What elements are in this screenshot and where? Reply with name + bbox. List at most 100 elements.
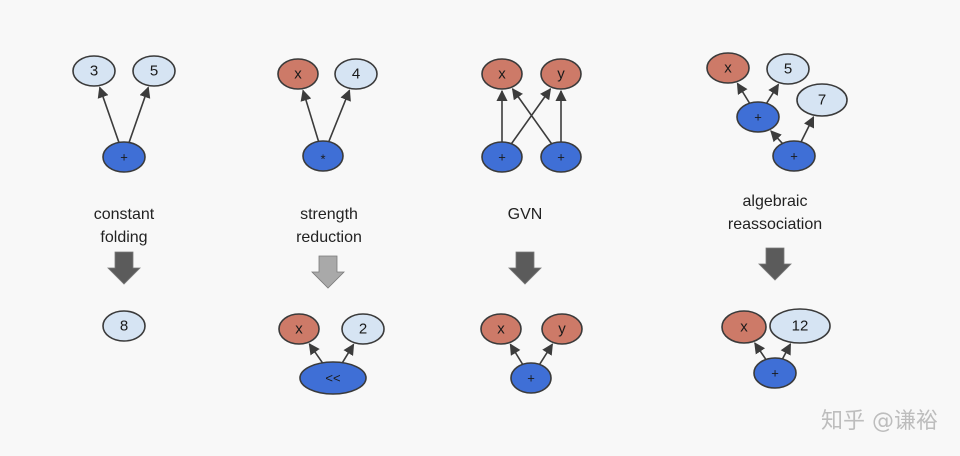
node-label: 7 <box>818 92 826 109</box>
constant-node: 12 <box>769 308 831 344</box>
operator-node: + <box>481 141 523 173</box>
constant-node: 4 <box>334 58 378 90</box>
constant-node-shape <box>769 308 831 344</box>
node-label: y <box>557 66 565 83</box>
edge-before-c-to-b <box>128 86 151 143</box>
caption-strength-reduction-line-2: reduction <box>296 229 362 246</box>
captions-layer: constant folding strength reduction GVN algeb… <box>94 193 822 246</box>
edge-after-c-to-b <box>341 343 355 364</box>
operator-node: + <box>772 140 816 172</box>
operator-node: + <box>736 101 780 133</box>
node-label: * <box>320 152 325 167</box>
variable-node-shape <box>277 58 319 90</box>
edge-after-c-to-a <box>509 343 524 365</box>
transform-arrow-down-icon <box>508 251 542 285</box>
caption-constant-folding-line-2: folding <box>100 229 147 246</box>
watermark: 知乎 @谦裕 <box>821 409 938 434</box>
constant-node-shape <box>341 313 385 345</box>
edge-before-c-to-a <box>97 86 120 143</box>
caption-algebraic-reassociation-line-1: algebraic <box>743 193 808 210</box>
node-label: 2 <box>359 321 367 338</box>
node-label: 4 <box>352 66 360 83</box>
edge-before-c-to-a <box>736 82 751 104</box>
variable-node-shape <box>541 313 583 345</box>
constant-node: 7 <box>796 83 848 117</box>
variable-node: y <box>541 313 583 345</box>
variable-node: x <box>706 52 750 84</box>
node-label: x <box>740 319 748 336</box>
operator-node-shape <box>540 141 582 173</box>
node-label: + <box>557 150 565 165</box>
edge-before-e-to-d <box>800 116 815 143</box>
node-label: + <box>498 150 506 165</box>
node-label: x <box>294 66 302 83</box>
edges-layer <box>97 82 815 365</box>
node-label: + <box>771 366 779 381</box>
operator-node: << <box>299 361 367 395</box>
operator-node-shape <box>302 140 344 172</box>
operator-node: * <box>302 140 344 172</box>
nodes-layer: 3 5 +8 x 4 * x 2 << x y + + x y + x 5 +7 + x 12 + <box>72 52 848 395</box>
constant-node-shape <box>72 55 116 87</box>
node-label: x <box>498 66 506 83</box>
edge-before-c-to-b <box>328 89 351 142</box>
edge-before-c-to-b <box>510 87 552 145</box>
node-label: 12 <box>792 318 809 335</box>
constant-node-shape <box>796 83 848 117</box>
constant-node-shape <box>102 310 146 342</box>
node-label: << <box>325 371 340 386</box>
operator-node: + <box>540 141 582 173</box>
edge-after-c-to-b <box>538 343 554 365</box>
edge-after-c-to-a <box>308 343 324 364</box>
variable-node: x <box>481 58 523 90</box>
operator-node-shape <box>481 141 523 173</box>
operator-node: + <box>510 362 552 394</box>
transform-arrow-down-icon <box>758 247 792 281</box>
constant-node-shape <box>334 58 378 90</box>
edge-before-e-to-c <box>770 130 784 145</box>
operator-node-shape <box>102 141 146 173</box>
edge-before-d-to-a <box>511 87 553 145</box>
node-label: + <box>120 150 128 165</box>
constant-node: 2 <box>341 313 385 345</box>
node-label: y <box>558 321 566 338</box>
constant-node: 5 <box>132 55 176 87</box>
transform-arrows-layer <box>107 247 792 289</box>
variable-node-shape <box>481 58 523 90</box>
variable-node-shape <box>706 52 750 84</box>
caption-strength-reduction-line-1: strength <box>300 206 358 223</box>
operator-node: + <box>753 357 797 389</box>
node-label: 3 <box>90 63 98 80</box>
operator-node-shape <box>772 140 816 172</box>
constant-node: 8 <box>102 310 146 342</box>
node-label: x <box>497 321 505 338</box>
edge-after-c-to-a <box>754 342 767 360</box>
transform-arrow-down-icon <box>311 255 345 289</box>
caption-algebraic-reassociation-line-2: reassociation <box>728 216 822 233</box>
node-label: x <box>724 60 732 77</box>
caption-gvn-line-1: GVN <box>508 206 543 223</box>
operator-node-shape <box>736 101 780 133</box>
node-label: 5 <box>150 63 158 80</box>
edge-after-c-to-b <box>780 343 792 360</box>
edge-before-c-to-b <box>765 83 780 104</box>
node-label: 5 <box>784 61 792 78</box>
variable-node: x <box>480 313 522 345</box>
constant-node-shape <box>766 53 810 85</box>
operator-node: + <box>102 141 146 173</box>
edge-before-c-to-a <box>300 89 320 142</box>
variable-node-shape <box>721 310 767 344</box>
variable-node: x <box>721 310 767 344</box>
operator-node-shape <box>299 361 367 395</box>
constant-node-shape <box>132 55 176 87</box>
node-label: 8 <box>120 318 128 335</box>
variable-node-shape <box>480 313 522 345</box>
operator-node-shape <box>510 362 552 394</box>
constant-node: 3 <box>72 55 116 87</box>
caption-constant-folding-line-1: constant <box>94 206 155 223</box>
operator-node-shape <box>753 357 797 389</box>
node-label: + <box>790 149 798 164</box>
node-label: x <box>295 321 303 338</box>
node-label: + <box>527 371 535 386</box>
